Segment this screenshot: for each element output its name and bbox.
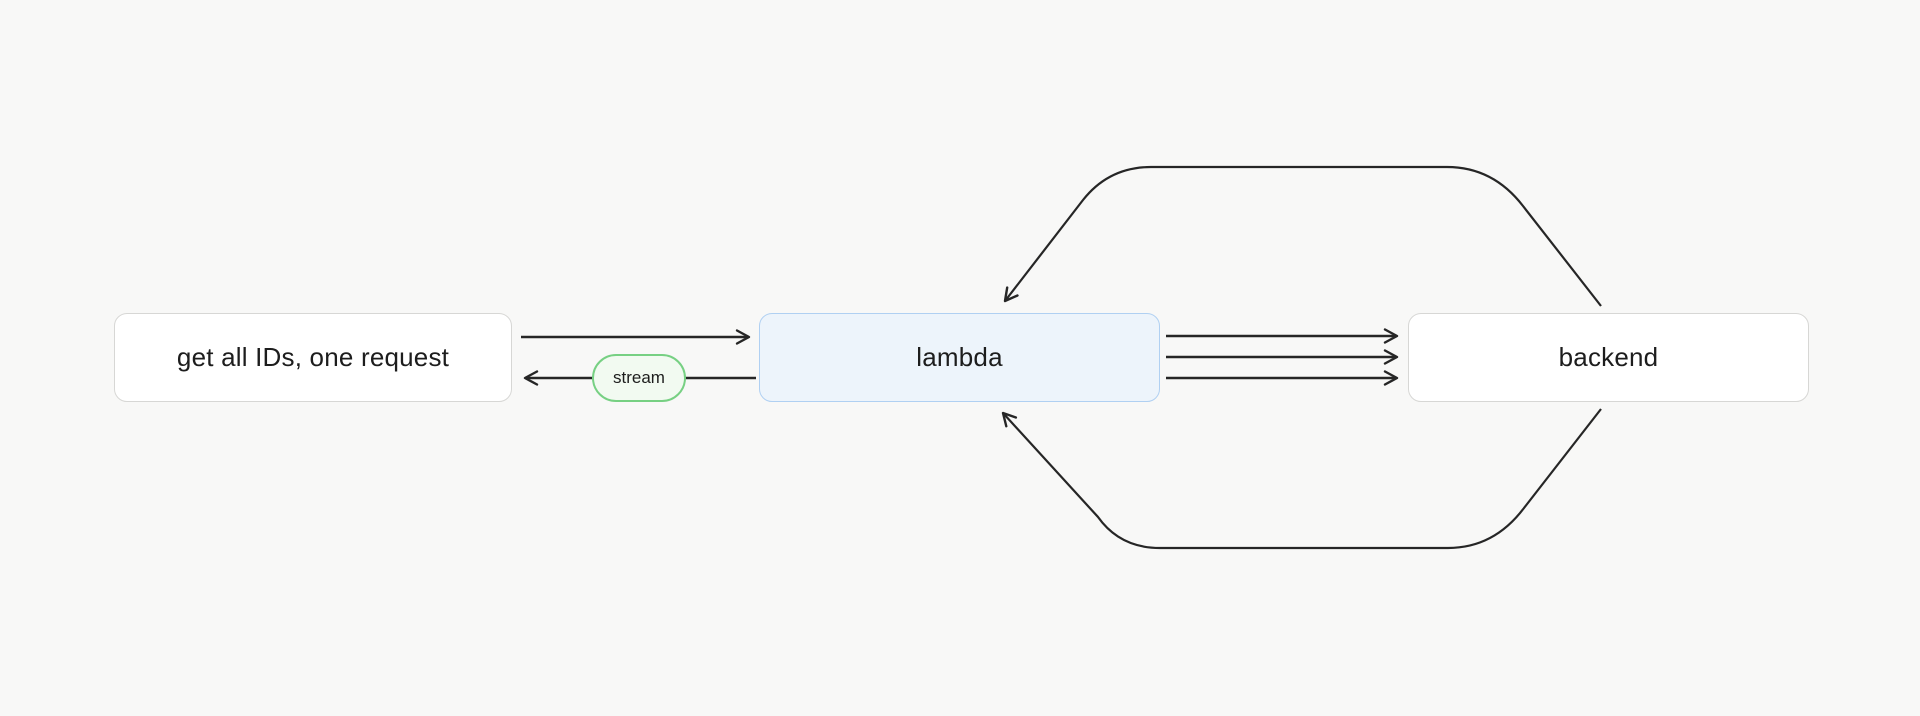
node-lambda[interactable]: lambda [759,313,1160,402]
curve-backend-to-lambda-top[interactable] [1003,165,1602,307]
node-get-all-ids[interactable]: get all IDs, one request [114,313,512,402]
stream-badge[interactable]: stream [592,354,686,402]
stream-badge-label: stream [613,368,665,387]
curve-backend-to-lambda-bottom[interactable] [1001,408,1602,550]
node-get-all-ids-label: get all IDs, one request [176,342,450,372]
node-lambda-label: lambda [916,342,1003,372]
node-backend-label: backend [1558,342,1659,372]
node-backend[interactable]: backend [1408,313,1809,402]
